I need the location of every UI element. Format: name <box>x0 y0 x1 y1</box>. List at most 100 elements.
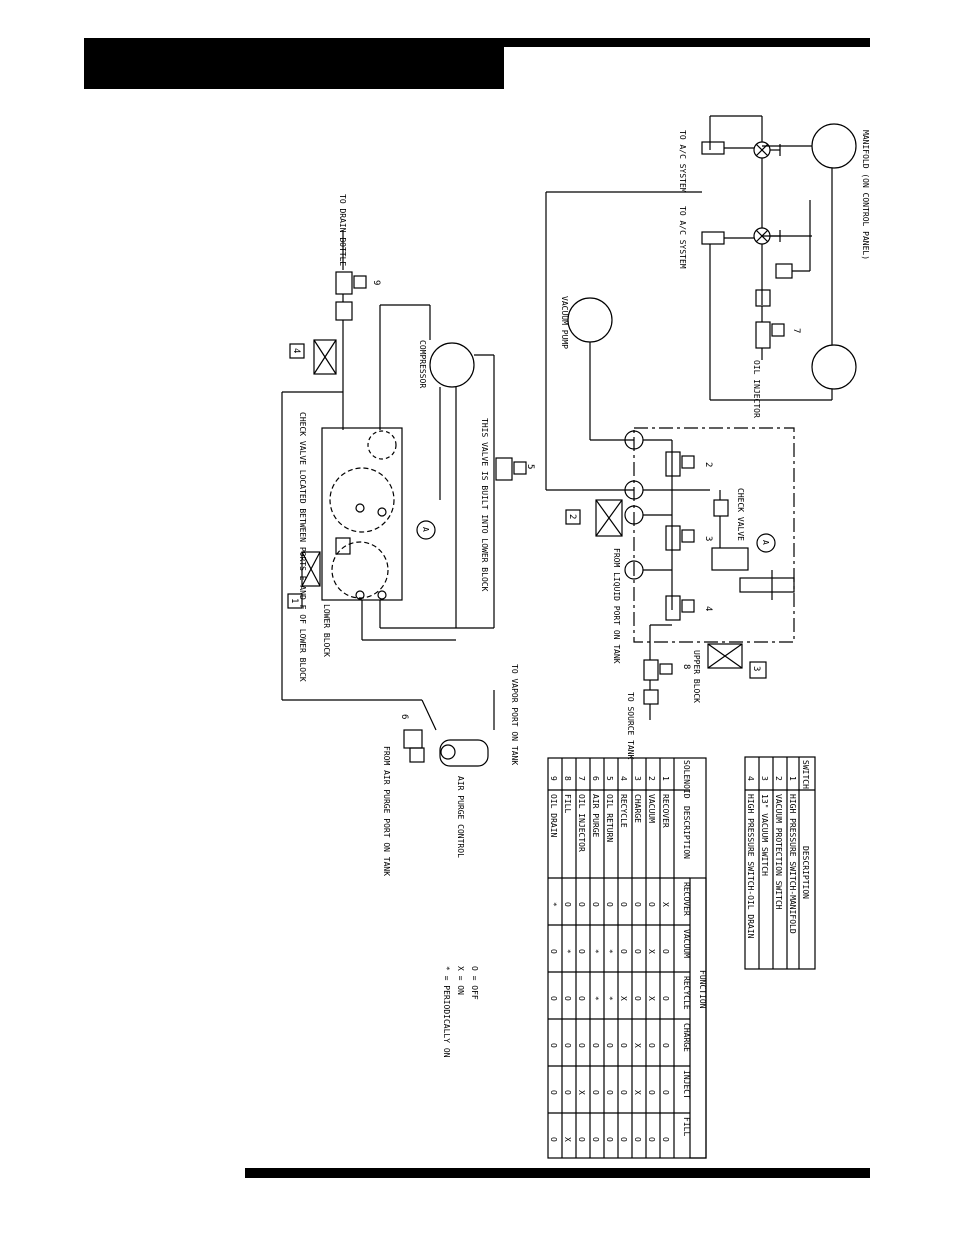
function-state-cell: O <box>661 1137 670 1142</box>
function-state-cell: O <box>591 1043 600 1048</box>
svg-text:SWITCH: SWITCH <box>801 760 810 789</box>
vacuum-pump <box>567 297 613 343</box>
switch-3-box <box>707 643 743 669</box>
solenoid-table-text: FUNCTIONSOLENOIDDESCRIPTIONRECOVERVACUUM… <box>549 760 707 1142</box>
to-ac-label-1: TO A/C SYSTEM <box>678 130 687 193</box>
function-state-cell: * <box>605 949 614 954</box>
function-state-cell: O <box>619 1137 628 1142</box>
function-state-cell: O <box>563 996 572 1001</box>
solenoid-description-cell: AIR PURGE <box>591 794 600 838</box>
function-state-cell: X <box>633 1090 642 1095</box>
solenoid-7 <box>755 321 771 349</box>
solenoid-table-header: FILL <box>682 1117 691 1136</box>
solenoid-table-header: SOLENOID <box>682 760 691 799</box>
function-state-cell: O <box>633 902 642 907</box>
solenoid-9 <box>335 271 353 295</box>
solenoid-number-cell: 7 <box>577 776 586 781</box>
function-state-cell: X <box>563 1137 572 1142</box>
svg-text:HIGH PRESSURE SWITCH-OIL DRAIN: HIGH PRESSURE SWITCH-OIL DRAIN <box>746 794 755 939</box>
solenoid-6-number: 6 <box>399 714 409 719</box>
solenoid-6 <box>403 729 423 749</box>
air-purge-control <box>439 739 489 767</box>
function-state-cell: O <box>577 996 586 1001</box>
function-state-cell: O <box>549 949 558 954</box>
function-state-cell: * <box>591 949 600 954</box>
oil-injector-label: OIL INJECTOR <box>752 360 761 418</box>
function-state-cell: * <box>605 996 614 1001</box>
solenoid-3 <box>665 525 681 551</box>
oil-injector-check <box>755 289 771 307</box>
to-source-label: TO SOURCE TANK <box>626 692 635 760</box>
manifold-gauge-low <box>811 344 857 390</box>
lower-block <box>321 427 403 601</box>
vacuum-pump-label: VACUUM PUMP <box>560 296 569 349</box>
solenoid-8 <box>643 659 659 681</box>
solenoid-number-cell: 1 <box>661 776 670 781</box>
to-vapor-label: TO VAPOR PORT ON TANK <box>510 664 519 765</box>
legend-periodic: * = PERIODICALLY ON <box>442 966 451 1058</box>
solenoid-description-cell: RECYCLE <box>619 794 628 828</box>
check-valve-upper <box>713 499 729 517</box>
table-legend: O = OFF X = ON * = PERIODICALLY ON <box>442 966 479 1058</box>
solenoid-number-cell: 4 <box>619 776 628 781</box>
solenoid-9-number: 9 <box>371 280 381 285</box>
solenoid-4-number: 4 <box>703 606 713 611</box>
function-state-cell: O <box>591 902 600 907</box>
check-valve-note-label: CHECK VALVE LOCATED BETWEEN PORTS E AND … <box>298 412 307 682</box>
from-liquid-label: FROM LIQUID PORT ON TANK <box>612 548 621 664</box>
check-valve-manifold <box>775 263 793 279</box>
function-state-cell: O <box>661 1043 670 1048</box>
air-purge-control-label: AIR PURGE CONTROL <box>456 776 465 858</box>
function-state-cell: O <box>605 1137 614 1142</box>
function-state-cell: O <box>605 1090 614 1095</box>
check-valve-lower <box>335 537 351 555</box>
switch-4-number: 4 <box>291 348 301 353</box>
function-state-cell: O <box>577 949 586 954</box>
solenoid-description-cell: OIL DRAIN <box>549 794 558 838</box>
function-state-cell: O <box>647 1043 656 1048</box>
switch-2-box <box>595 499 623 537</box>
solenoid-number-cell: 3 <box>633 776 642 781</box>
solenoid-2 <box>665 451 681 477</box>
function-state-cell: O <box>633 1137 642 1142</box>
gauge-a-upper-label: A <box>761 540 770 545</box>
function-state-cell: * <box>549 902 558 907</box>
svg-text:3: 3 <box>760 776 769 781</box>
solenoid-table-header: DESCRIPTION <box>682 806 691 859</box>
svg-text:13" VACUUM SWITCH: 13" VACUUM SWITCH <box>760 794 769 876</box>
solenoid-number-cell: 6 <box>591 776 600 781</box>
switch-1-number: 1 <box>289 598 299 603</box>
solenoid-description-cell: RECOVER <box>661 794 670 828</box>
solenoid-table-header: VACUUM <box>682 929 691 958</box>
svg-text:HIGH PRESSURE SWITCH-MANIFOLD: HIGH PRESSURE SWITCH-MANIFOLD <box>788 794 797 934</box>
svg-text:1: 1 <box>788 776 797 781</box>
function-state-cell: O <box>591 1090 600 1095</box>
function-state-cell: O <box>577 902 586 907</box>
compressor-label: COMPRESSOR <box>418 340 427 388</box>
valve-note-label: THIS VALVE IS BUILT INTO LOWER BLOCK <box>480 418 489 592</box>
function-state-cell: O <box>647 1137 656 1142</box>
solenoid-table-header: RECOVER <box>682 882 691 916</box>
function-state-cell: O <box>563 1090 572 1095</box>
switch-2-number: 2 <box>567 514 577 519</box>
svg-text:4: 4 <box>746 776 755 781</box>
function-state-cell: X <box>633 1043 642 1048</box>
function-state-cell: O <box>563 902 572 907</box>
function-state-cell: * <box>591 996 600 1001</box>
manifold-gauge-high <box>811 123 857 169</box>
upper-block-label: UPPER BLOCK <box>692 650 701 703</box>
function-state-cell: O <box>549 1137 558 1142</box>
lower-section <box>281 230 527 767</box>
manifold-label: MANIFOLD (ON CONTROL PANEL) <box>861 130 870 260</box>
solenoid-table <box>547 757 707 1159</box>
solenoid-7-number: 7 <box>791 328 801 333</box>
check-valve-upper-label: CHECK VALVE <box>736 488 745 541</box>
function-state-cell: O <box>619 1090 628 1095</box>
to-ac-label-2: TO A/C SYSTEM <box>678 206 687 269</box>
function-state-cell: O <box>605 1043 614 1048</box>
function-state-cell: O <box>577 1043 586 1048</box>
function-state-cell: O <box>633 949 642 954</box>
switch-1-box <box>301 551 321 587</box>
solenoid-table-header: RECYCLE <box>682 976 691 1010</box>
switch-table-text: SWITCH DESCRIPTION 1 HIGH PRESSURE SWITC… <box>746 760 810 939</box>
